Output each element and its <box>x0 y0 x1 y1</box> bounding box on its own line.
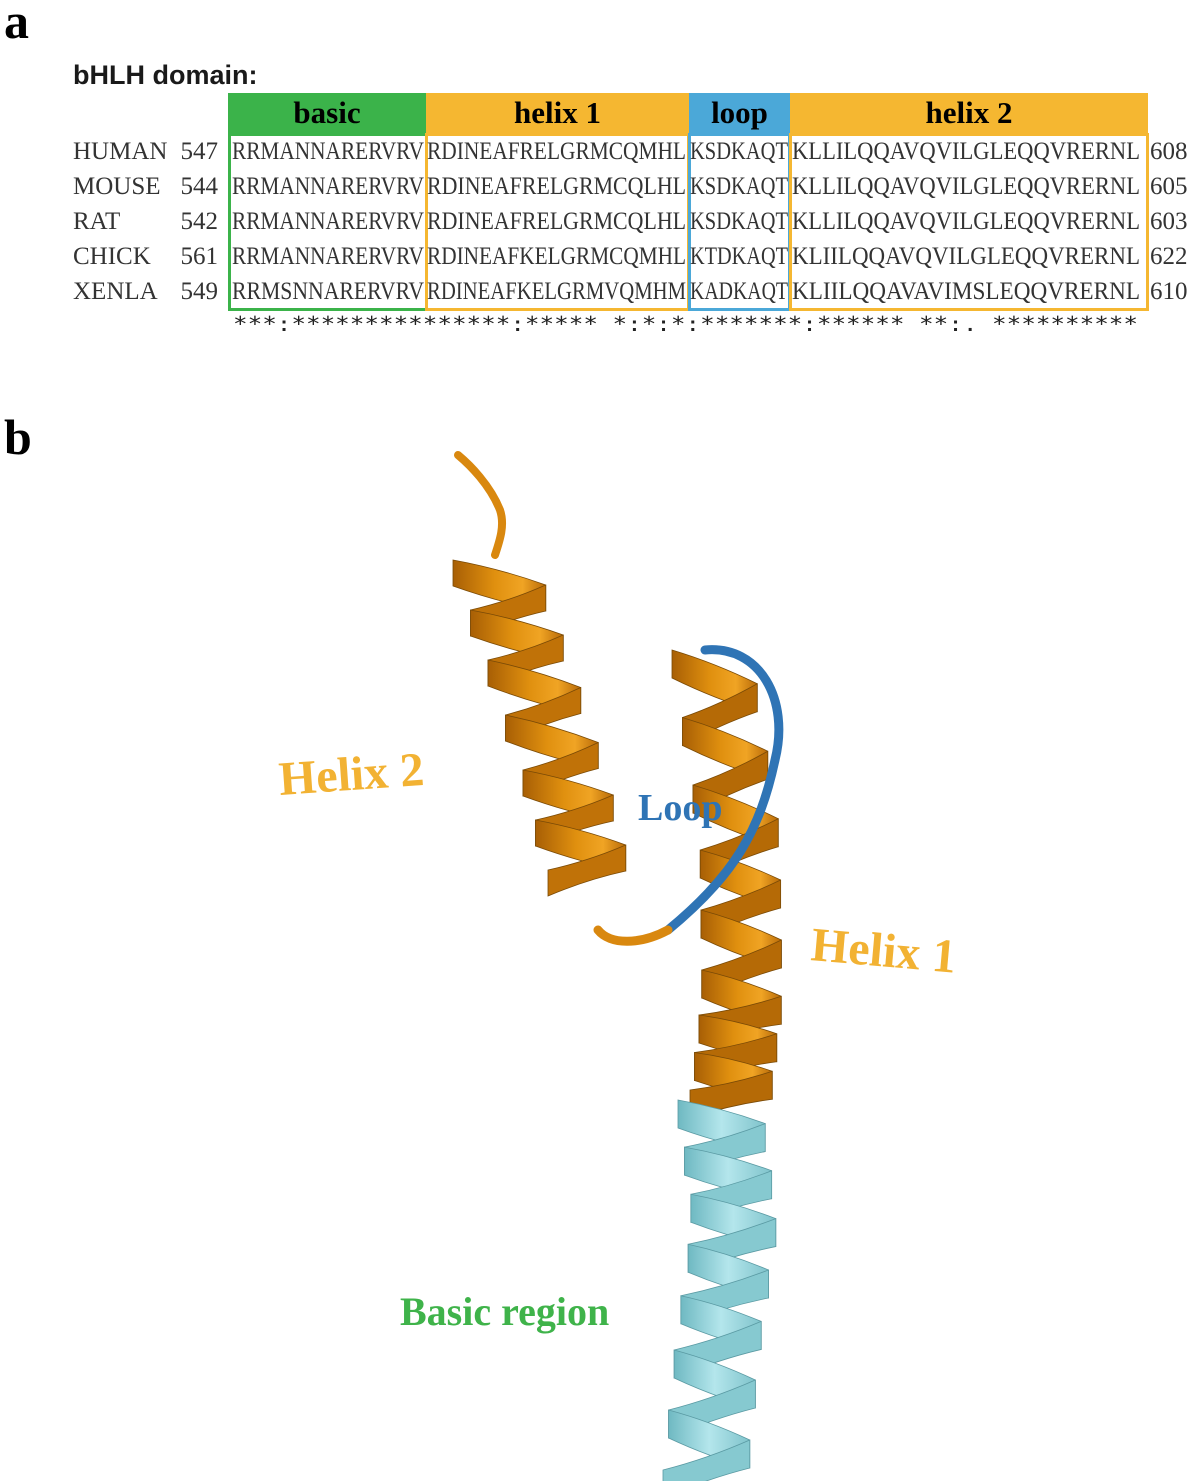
sequence-helix1: RDINEAFRELGRMCQMHL <box>427 138 686 165</box>
end-position: 610 <box>1150 278 1188 305</box>
helix-2-label: Helix 2 <box>277 743 426 806</box>
basic-ribbon-segment <box>662 1439 751 1481</box>
region-header-loop: loop <box>689 93 790 133</box>
sequence-helix2: KLLILQQAVQVILGLEQQVRERNL <box>792 173 1140 200</box>
basic-region-label: Basic region <box>400 1289 609 1334</box>
helix-1-label: Helix 1 <box>809 918 958 983</box>
protein-structure: Helix 2 Loop Helix 1 Basic region <box>277 451 958 1481</box>
loop-ribbon <box>663 645 784 935</box>
sequence-helix2: KLIILQQAVQVILGLEQQVRERNL <box>792 243 1140 270</box>
panel-a-letter: a <box>4 0 29 49</box>
start-position: 549 <box>180 278 219 305</box>
sequence-basic: RRMANNARERVRV <box>232 138 424 165</box>
loop-label: Loop <box>638 787 722 829</box>
start-position: 547 <box>180 138 219 165</box>
end-position: 622 <box>1150 243 1188 270</box>
sequence-helix2: KLLILQQAVQVILGLEQQVRERNL <box>792 208 1140 235</box>
sequence-loop: KSDKAQT <box>690 208 788 235</box>
end-position: 605 <box>1150 173 1188 200</box>
loop-join-ribbon <box>593 925 673 946</box>
sequence-basic: RRMANNARERVRV <box>232 243 424 270</box>
panel-b-letter: b <box>4 409 32 465</box>
sequence-helix2: KLIILQQAVAVIMSLEQQVRERNL <box>792 278 1140 305</box>
consensus-line: ***:***************:***** *:*:*:*******:… <box>233 312 1138 336</box>
region-header-helix1: helix 1 <box>426 93 689 133</box>
region-header-basic: basic <box>228 93 426 133</box>
species-name: XENLA <box>73 278 158 305</box>
species-name: HUMAN <box>73 138 168 165</box>
sequence-loop: KTDKAQT <box>690 243 788 270</box>
sequence-helix1: RDINEAFKELGRMVQMHM <box>427 278 686 305</box>
species-name: MOUSE <box>73 173 161 200</box>
sequence-helix2: KLLILQQAVQVILGLEQQVRERNL <box>792 138 1140 165</box>
start-position: 544 <box>180 173 219 200</box>
sequence-helix1: RDINEAFRELGRMCQLHL <box>427 173 686 200</box>
species-name: CHICK <box>73 243 151 270</box>
sequence-helix1: RDINEAFRELGRMCQLHL <box>427 208 686 235</box>
sequence-basic: RRMANNARERVRV <box>232 173 424 200</box>
region-header-helix2: helix 2 <box>790 93 1148 133</box>
domain-title: bHLH domain: <box>73 60 258 90</box>
helix-1-ribbon <box>671 649 782 1119</box>
sequence-loop: KADKAQT <box>690 278 788 305</box>
region-box-helix2 <box>789 133 1149 311</box>
end-position: 608 <box>1150 138 1188 165</box>
helix-2-ribbon <box>452 451 627 897</box>
start-position: 561 <box>180 243 219 270</box>
sequence-loop: KSDKAQT <box>690 173 788 200</box>
helix-2-tail <box>454 451 507 559</box>
helix2-ribbon-segment <box>547 844 627 897</box>
sequence-basic: RRMSNNARERVRV <box>232 278 424 305</box>
sequence-helix1: RDINEAFKELGRMCQMHL <box>427 243 686 270</box>
sequence-basic: RRMANNARERVRV <box>232 208 424 235</box>
start-position: 542 <box>180 208 219 235</box>
end-position: 603 <box>1150 208 1188 235</box>
basic-region-ribbon <box>662 1099 777 1481</box>
sequence-loop: KSDKAQT <box>690 138 788 165</box>
species-name: RAT <box>73 208 121 235</box>
